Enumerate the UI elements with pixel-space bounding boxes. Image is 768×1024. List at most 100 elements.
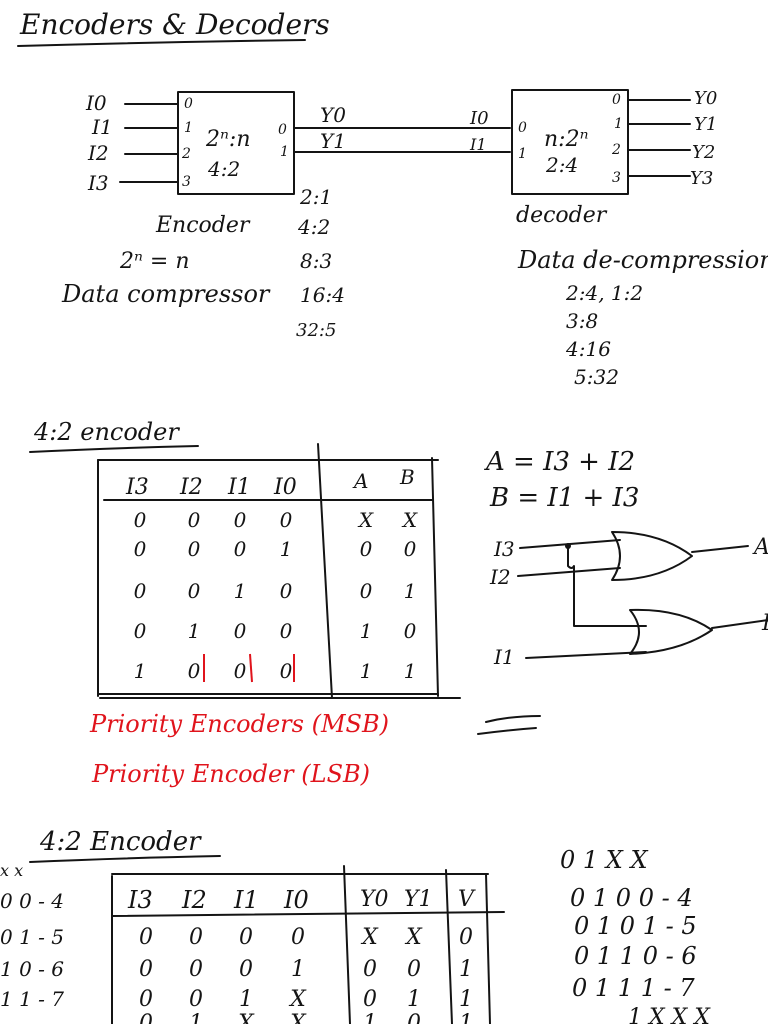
priority-table-cell: 0: [189, 957, 203, 982]
dec-input-i1: I1: [469, 135, 487, 154]
encoder42-table-cell: 0: [280, 659, 293, 683]
dec-pin-out-2: 2: [611, 142, 621, 158]
enc-output-y1: Y1: [320, 129, 346, 153]
encoder-label: Encoder: [155, 213, 251, 238]
dec-output-y3: Y3: [690, 168, 713, 189]
encoder42-table-cell: 0: [280, 508, 293, 532]
priority-table-cell: 1: [239, 987, 253, 1012]
priority-table-cell: 0: [239, 925, 253, 950]
dec-pin-out-0: 0: [612, 92, 621, 108]
pth-i2: I2: [181, 886, 207, 914]
gate-output-a: A: [752, 535, 768, 560]
enc-pin-in-3: 3: [182, 174, 191, 190]
priority-table-cell: 1: [291, 957, 305, 982]
encoder42-heading-underline: [29, 445, 199, 453]
enc-input-i0: I0: [85, 91, 107, 115]
pth-v: V: [458, 887, 476, 912]
encoder42-table-cell: 1: [360, 659, 373, 683]
or-gate-circuit: I3 I2 I1 A B: [489, 531, 768, 669]
enc-ratio-general: 2ⁿ:n: [205, 127, 251, 152]
right-note-4: 0 1 1 1 - 7: [572, 974, 695, 1002]
enc-pin-in-1: 1: [184, 120, 193, 136]
strike-2: [249, 653, 253, 683]
encoder42-table-cell: 0: [404, 537, 417, 561]
encoder-formula: 2ⁿ = n: [119, 249, 190, 274]
left-note-3: 1 0 - 6: [0, 957, 64, 981]
encoder42-table-cell: 0: [134, 619, 147, 643]
dec-ratio-general: n:2ⁿ: [544, 127, 589, 152]
dec-output-y0: Y0: [694, 88, 717, 109]
dec-ratio-1: 2:4, 1:2: [565, 281, 643, 305]
priority-heading: 4:2 Encoder: [39, 827, 202, 857]
th-i1: I1: [227, 475, 251, 500]
priority-table-cell: 0: [459, 925, 473, 950]
priority-table-cell: X: [404, 925, 423, 950]
gate-input-i1: I1: [493, 645, 515, 669]
enc-pin-out-1: 1: [280, 144, 289, 160]
th-a: A: [352, 469, 368, 493]
priority-right-notes: 0 1 X X 0 1 0 0 - 4 0 1 0 1 - 5 0 1 1 0 …: [560, 846, 711, 1024]
priority-table-cell: 0: [139, 1011, 153, 1024]
enc-pin-out-0: 0: [278, 122, 287, 138]
dec-output-y2: Y2: [692, 142, 715, 163]
left-note-0: x x: [0, 861, 23, 880]
priority-table-cell: 1: [363, 1011, 377, 1024]
priority-heading-underline: [29, 855, 221, 863]
encoder42-table-cell: 1: [234, 579, 247, 603]
encoder42-table-cell: 0: [280, 619, 293, 643]
ratio-5: 32:5: [296, 320, 336, 341]
dec-pin-out-1: 1: [614, 116, 623, 132]
enc-input-i1: I1: [91, 115, 113, 139]
decoder-desc: Data de-compression: [517, 246, 768, 274]
right-note-2: 0 1 0 1 - 5: [574, 912, 697, 940]
ratio-3: 8:3: [300, 249, 332, 273]
encoder42-table-cell: 0: [188, 659, 201, 683]
or-gate-a: [611, 531, 693, 581]
encoder42-table-cell: X: [357, 508, 374, 532]
right-note-1: 0 1 0 0 - 4: [570, 884, 693, 912]
priority-table-cell: X: [236, 1011, 255, 1024]
right-note-5: 1 X X X: [628, 1005, 711, 1024]
encoder42-table-cell: 1: [404, 579, 417, 603]
priority-table-cell: 0: [139, 987, 153, 1012]
priority-table-cell: 0: [363, 957, 377, 982]
dec-ratio: 2:4: [545, 153, 578, 177]
priority-table-cell: 0: [189, 987, 203, 1012]
priority-table-cell: 0: [291, 925, 305, 950]
pth-i0: I0: [283, 886, 309, 914]
priority-table-cell: 0: [363, 987, 377, 1012]
encoder42-table-cell: 0: [360, 537, 373, 561]
encoder42-heading: 4:2 encoder: [33, 418, 180, 446]
title-underline: [17, 39, 306, 47]
encoder42-table-cell: 1: [134, 659, 147, 683]
encoder42-table-cell: 0: [188, 508, 201, 532]
encoder42-table-cell: 0: [404, 619, 417, 643]
priority-table-cell: 1: [459, 1011, 473, 1024]
gate-input-i3: I3: [493, 537, 515, 561]
enc-input-i2: I2: [87, 141, 109, 165]
priority-table-cell: 0: [407, 957, 421, 982]
encoder42-table-cell: 0: [280, 579, 293, 603]
dec-pin-in-0: 0: [518, 120, 527, 136]
priority-table-cell: 0: [139, 957, 153, 982]
priority-table-cell: 0: [407, 1011, 421, 1024]
priority-left-notes: x x 0 0 - 4 0 1 - 5 1 0 - 6 1 1 - 7: [0, 861, 64, 1011]
pth-y0: Y0: [360, 887, 389, 912]
equivalence-mark: [477, 715, 541, 735]
encoder42-table-cell: 0: [234, 619, 247, 643]
gate-output-b: B: [761, 611, 768, 636]
pth-y1: Y1: [404, 887, 433, 912]
pth-i1: I1: [233, 886, 259, 914]
th-i3: I3: [125, 475, 149, 500]
encoder42-table-cell: 0: [134, 579, 147, 603]
or-gate-b: [629, 608, 713, 655]
decoder-label: decoder: [516, 203, 608, 228]
page-title: Encoders & Decoders: [19, 8, 330, 41]
encoder42-table-cell: 1: [404, 659, 417, 683]
encoder42-table-cell: 1: [188, 619, 201, 643]
encoder42-table-cell: 0: [360, 579, 373, 603]
enc-ratio: 4:2: [207, 157, 240, 181]
